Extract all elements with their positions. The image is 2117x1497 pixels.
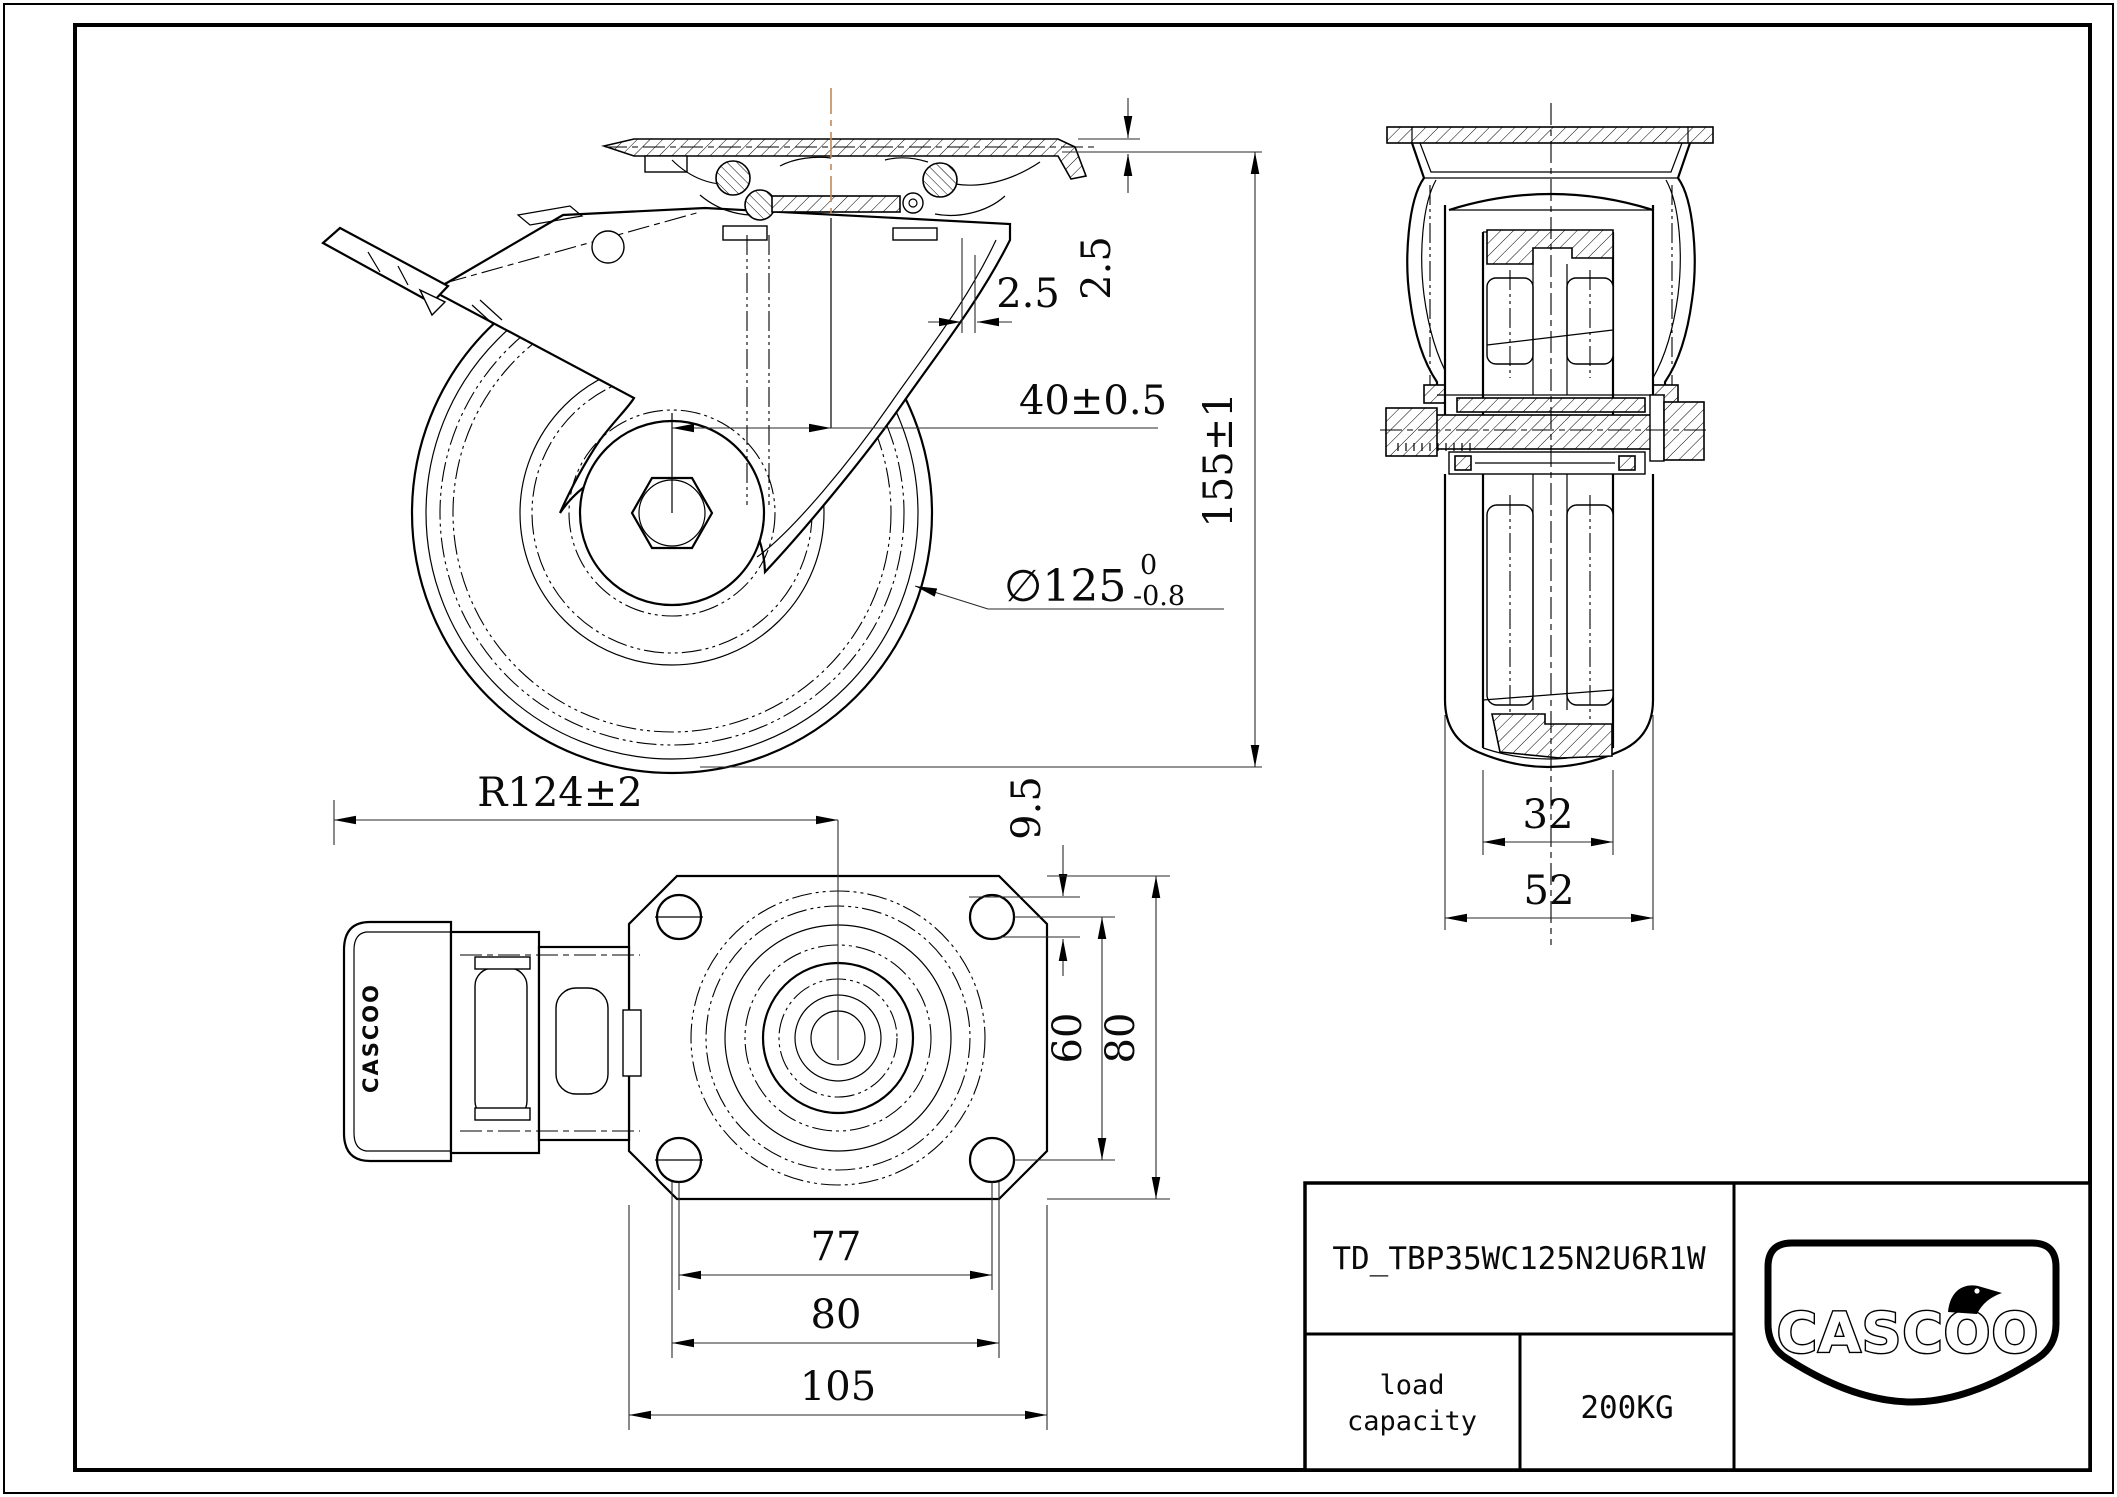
dim-plate-depth: 80 <box>1098 1013 1144 1064</box>
fork-hole <box>591 230 625 264</box>
dim-overall-height: 155±1 <box>1196 392 1242 527</box>
dim-swing-radius: R124±2 <box>477 770 642 816</box>
bearing-ball <box>922 162 958 198</box>
dim-plate-thickness: 2.5 <box>1074 236 1120 300</box>
dimensions-plate-view: R124±2 9.5 60 80 77 80 105 <box>333 770 1170 1430</box>
bearing-ball <box>715 160 751 196</box>
dim-wheel-diameter: ∅125 <box>1004 561 1126 612</box>
dim-hole-pitch-vertical: 60 <box>1045 1013 1091 1064</box>
brand-logo: CASCOO <box>1764 1239 2060 1406</box>
brake-pin <box>902 192 924 214</box>
logo-bird-icon <box>1948 1285 2002 1314</box>
dim-plate-width: 105 <box>800 1364 876 1410</box>
load-capacity-label-line1: load <box>1379 1370 1444 1401</box>
dim-wheel-diameter-tol-upper: 0 <box>1140 550 1157 581</box>
plate-top-view: CASCOO <box>342 874 1049 1201</box>
swivel-fork <box>430 205 1012 575</box>
dim-fork-thickness: 2.5 <box>996 271 1060 317</box>
dim-edge-to-hole: 9.5 <box>1004 776 1050 840</box>
section-axle <box>1385 394 1705 475</box>
logo-wordmark: CASCOO <box>1777 1301 2039 1365</box>
title-block: TD_TBP35WC125N2U6R1W load capacity 200KG… <box>1303 1181 2092 1472</box>
dim-tread-width: 32 <box>1523 792 1574 838</box>
dim-overall-width: 52 <box>1524 868 1575 914</box>
dimensions-side-view: 2.5 2.5 40±0.5 155±1 ∅125 0 -0.8 <box>672 98 1262 768</box>
section-plate-and-cup <box>1386 126 1714 404</box>
section-wheel-lower <box>1443 474 1655 769</box>
part-number: TD_TBP35WC125N2U6R1W <box>1332 1241 1706 1277</box>
bearing-ball <box>744 189 776 221</box>
dimensions-section-view: 32 52 <box>1444 715 1654 930</box>
brake-lever <box>321 226 450 317</box>
pedal-brand-label: CASCOO <box>359 983 383 1093</box>
dim-offset: 40±0.5 <box>1019 378 1167 424</box>
section-view <box>1380 103 1714 945</box>
logo-badge <box>1764 1239 2060 1406</box>
section-wheel-upper <box>1437 192 1665 768</box>
dim-hole-pitch-horizontal: 77 <box>811 1224 862 1270</box>
top-plate-and-bearing <box>601 138 1095 241</box>
load-capacity-value: 200KG <box>1580 1390 1673 1426</box>
brake-pedal-top: CASCOO <box>342 920 642 1163</box>
dim-wheel-diameter-tol-lower: -0.8 <box>1133 581 1185 612</box>
dim-slot-pitch-horizontal: 80 <box>811 1292 862 1338</box>
side-view <box>321 88 1095 775</box>
load-capacity-label-line2: capacity <box>1347 1406 1477 1437</box>
